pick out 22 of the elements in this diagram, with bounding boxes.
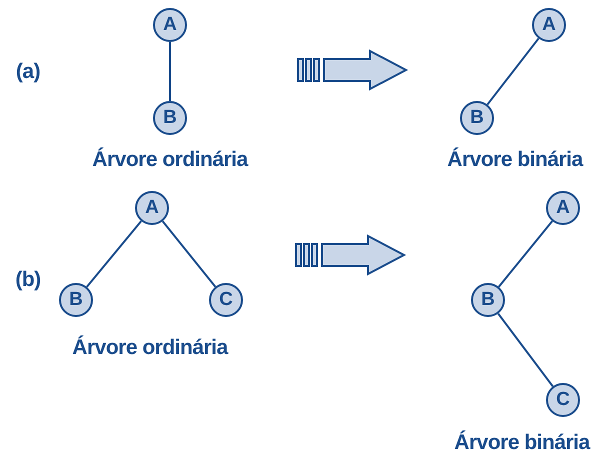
connector-line (497, 313, 554, 387)
connector-line (86, 220, 142, 288)
circle-node: B (59, 283, 93, 317)
connector-line (162, 220, 216, 288)
panel-label: (a) (16, 60, 40, 84)
tree-caption: Árvore binária (447, 148, 583, 172)
connector-line (498, 220, 554, 288)
circle-node: C (209, 283, 243, 317)
panel-label: (b) (15, 268, 41, 292)
circle-node: A (153, 8, 187, 42)
circle-node: B (153, 101, 187, 135)
circle-node: C (546, 383, 580, 417)
circle-node: A (546, 191, 580, 225)
tree-caption: Árvore ordinária (92, 148, 248, 172)
circle-node: B (471, 283, 505, 317)
circle-node: A (135, 191, 169, 225)
connector-line (169, 42, 171, 101)
circle-node: A (532, 8, 566, 42)
tree-caption: Árvore ordinária (72, 336, 228, 360)
connector-line (486, 38, 540, 106)
tree-caption: Árvore binária (454, 431, 590, 455)
circle-node: B (460, 101, 494, 135)
